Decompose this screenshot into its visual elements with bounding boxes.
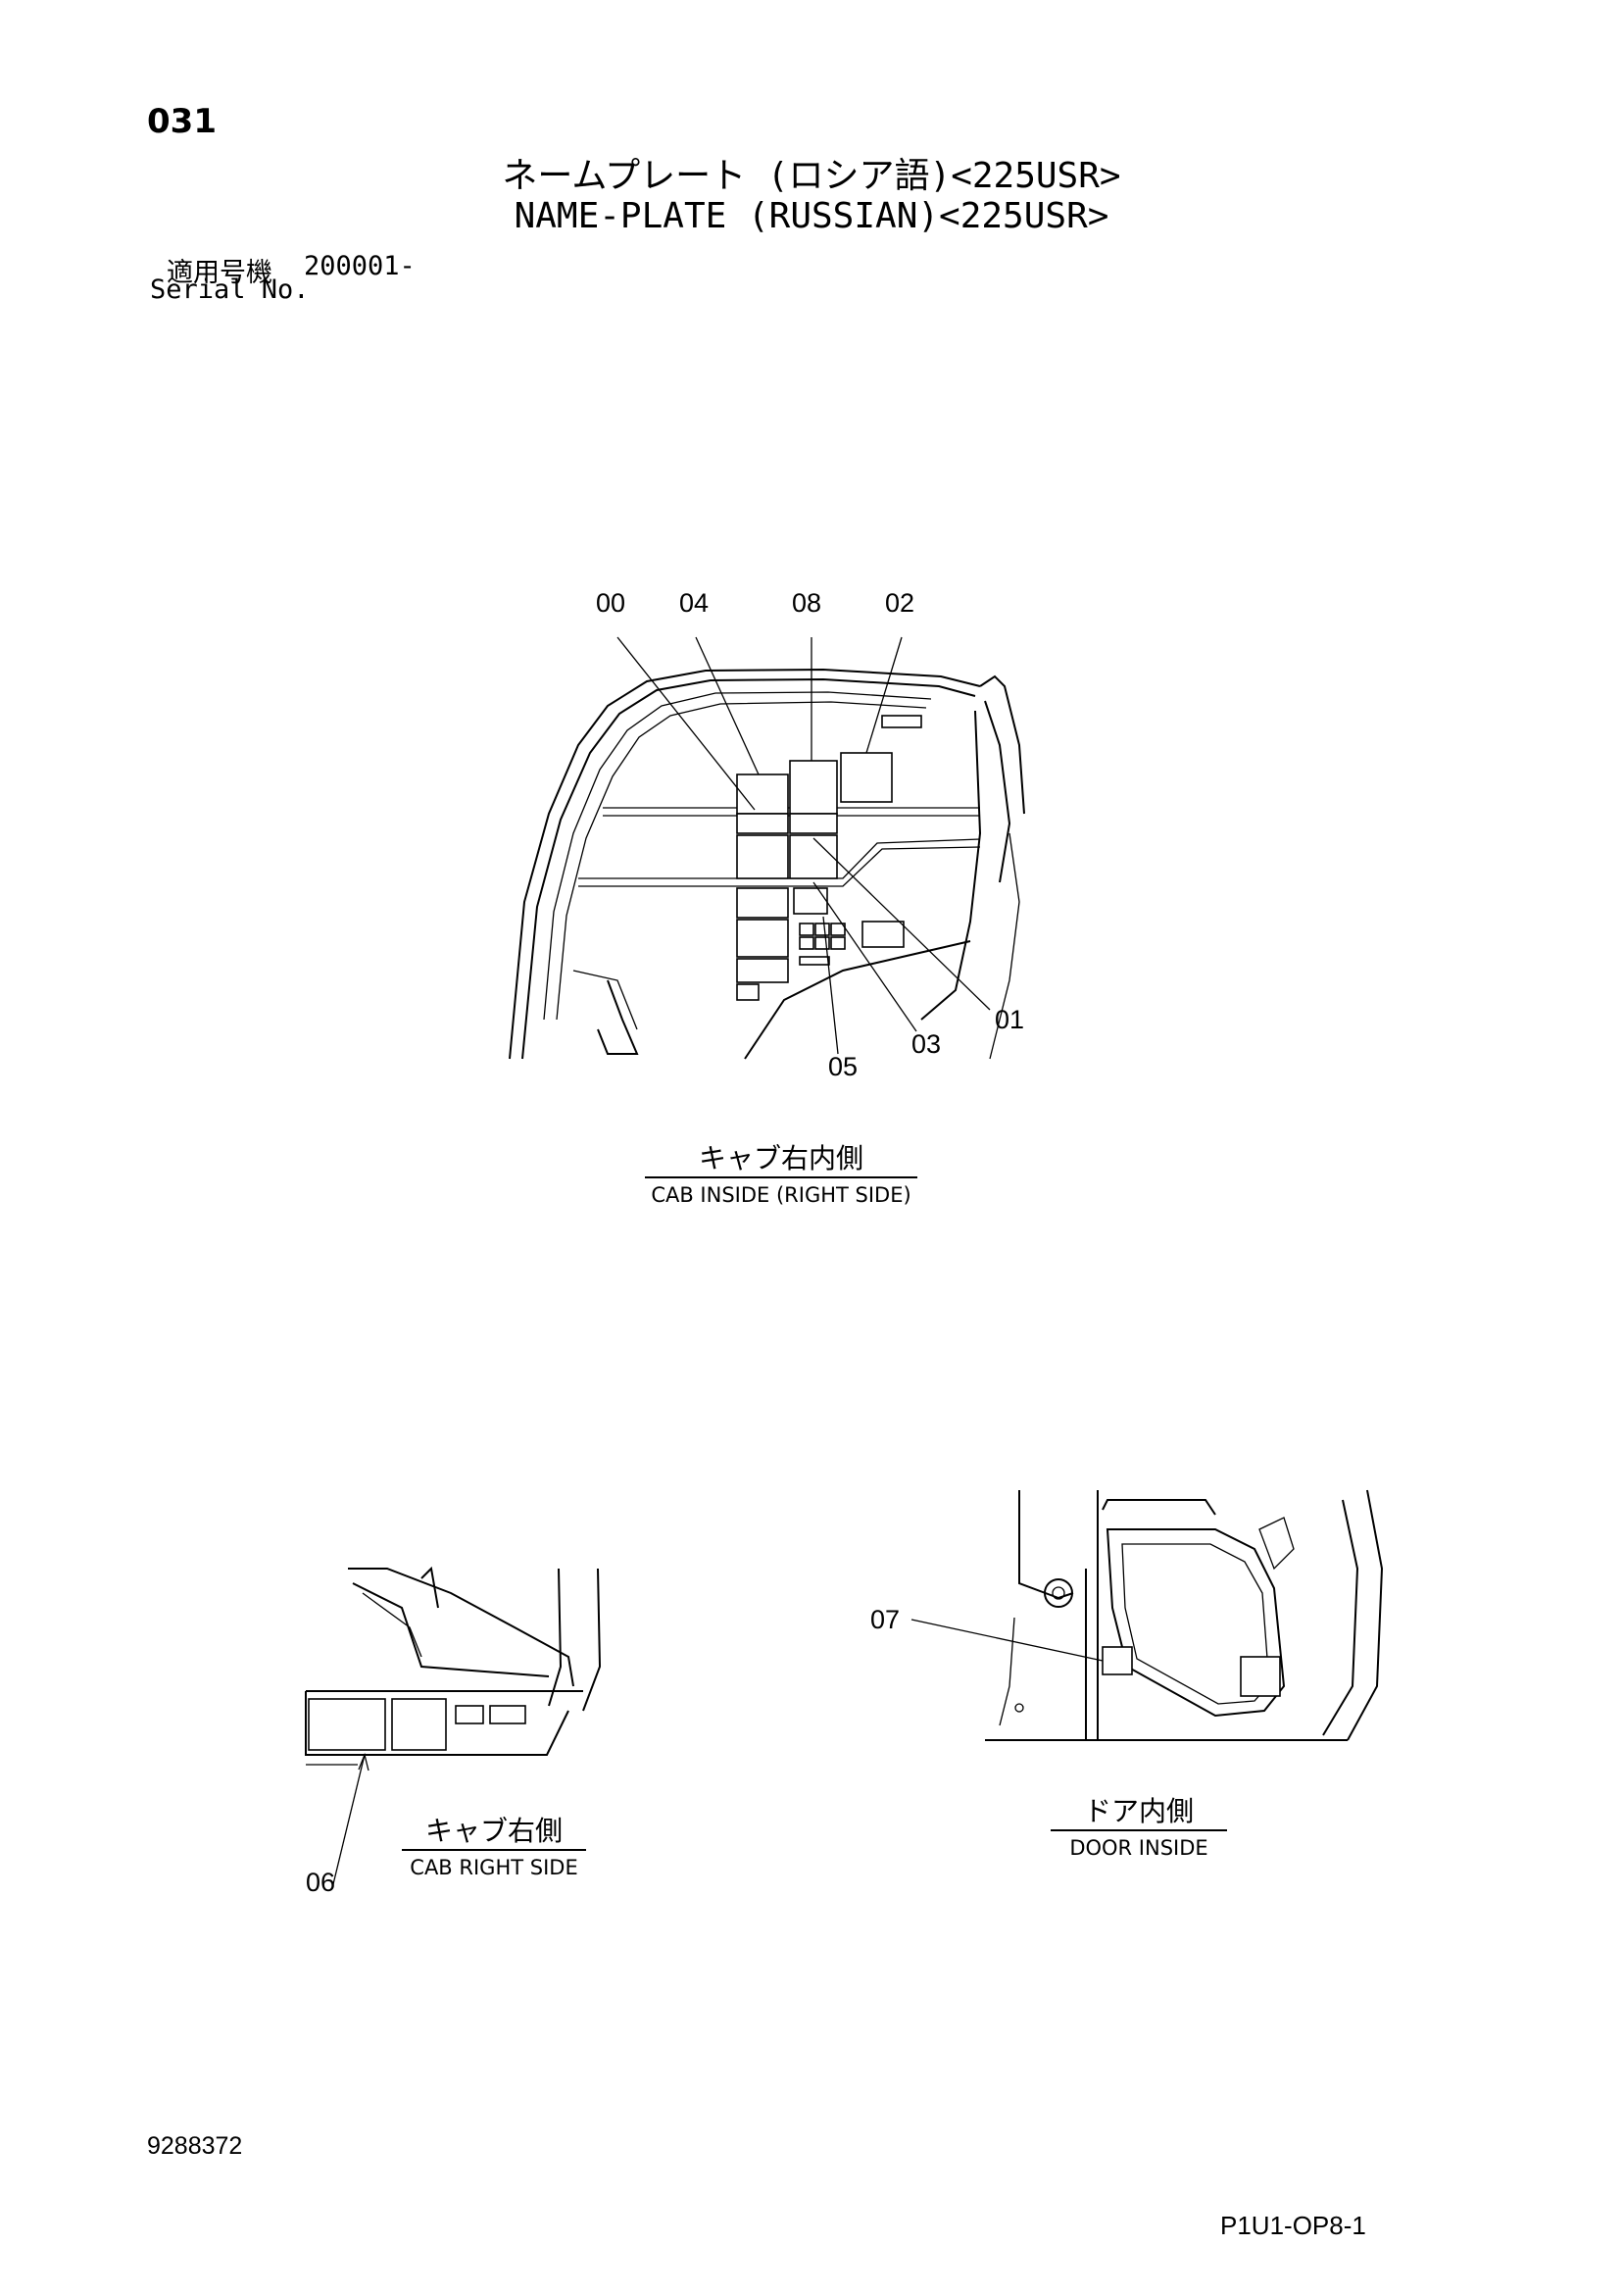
callout-00: 00 [596,588,626,618]
caption-cab-inside: キャブ右内側 CAB INSIDE (RIGHT SIDE) [645,1137,917,1207]
document-number: 9288372 [147,2132,243,2160]
cab-right-side-drawing [305,1566,602,1885]
callout-04: 04 [679,588,710,618]
caption-door-inside-japanese: ドア内側 [1083,1795,1194,1827]
serial-label-japanese: 適用号機 [167,258,272,288]
serial-number-value: 200001- [304,251,416,281]
page-title-japanese: ネームプレート (ロシア語)<225USR> [502,156,1121,196]
door-inside-drawing [910,1489,1384,1741]
cab-inside-drawing [509,636,1025,1060]
callout-01: 01 [995,1005,1025,1034]
callout-05: 05 [828,1052,859,1081]
caption-cab-inside-japanese: キャブ右内側 [698,1142,863,1174]
caption-cab-inside-english: CAB INSIDE (RIGHT SIDE) [645,1176,917,1207]
caption-cab-right-side-japanese: キャブ右側 [424,1815,563,1847]
callout-06: 06 [306,1868,336,1897]
caption-door-inside: ドア内側 DOOR INSIDE [1051,1790,1227,1860]
page-number: 031 [147,102,217,141]
callout-07: 07 [870,1605,901,1634]
callout-03: 03 [911,1029,942,1059]
caption-cab-right-side: キャブ右側 CAB RIGHT SIDE [402,1810,586,1879]
callout-08: 08 [792,588,822,618]
callout-02: 02 [885,588,915,618]
serial-label-english: Serial No. [150,275,310,305]
page-code: P1U1-OP8-1 [1220,2211,1366,2240]
caption-cab-right-side-english: CAB RIGHT SIDE [402,1849,586,1879]
caption-door-inside-english: DOOR INSIDE [1051,1829,1227,1860]
page-title-english: NAME-PLATE (RUSSIAN)<225USR> [514,196,1109,236]
